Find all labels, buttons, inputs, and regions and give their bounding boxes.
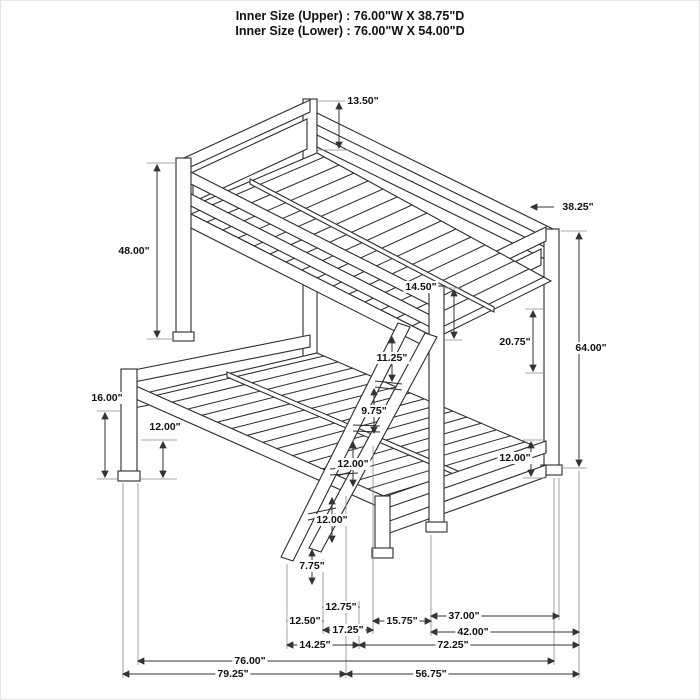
dim-label-ladder-offset-c: 17.25" bbox=[330, 624, 366, 636]
ladder-rail-right bbox=[308, 332, 438, 553]
front-right-foot bbox=[425, 521, 448, 533]
dim-label-ladder-offset-a: 12.75" bbox=[323, 601, 359, 613]
title-block: Inner Size (Upper) : 76.00"W X 38.75"D I… bbox=[1, 9, 699, 39]
dim-label-ladder-step-2: 9.75" bbox=[359, 405, 389, 417]
upper-center-rail bbox=[249, 178, 495, 313]
dim-label-ladder-step-5: 7.75" bbox=[297, 560, 327, 572]
inner-size-upper-text: Inner Size (Upper) : 76.00"W X 38.75"D bbox=[235, 9, 465, 23]
ladder bbox=[280, 322, 438, 562]
ladder-rail-left bbox=[280, 322, 411, 562]
dim-label-upper-span: 72.25" bbox=[435, 639, 471, 651]
upper-bunk bbox=[172, 98, 563, 476]
dim-label-lower-bed-height: 16.00" bbox=[89, 392, 125, 404]
front-right-post bbox=[428, 285, 445, 527]
inner-size-lower-text: Inner Size (Lower) : 76.00"W X 54.00"D bbox=[235, 24, 465, 38]
front-left-foot bbox=[172, 331, 195, 342]
dim-label-ladder-offset-d: 15.75" bbox=[384, 615, 420, 627]
dim-label-lower-leg-left: 12.00" bbox=[147, 421, 183, 433]
dim-label-headboard-extension: 13.50" bbox=[345, 95, 381, 107]
back-right-post bbox=[543, 228, 560, 470]
dim-label-ladder-step-1: 11.25" bbox=[374, 352, 410, 364]
dim-label-lower-leg-right: 12.00" bbox=[497, 452, 533, 464]
lower-front-left-post bbox=[120, 368, 138, 474]
lower-front-right-post bbox=[374, 495, 391, 551]
dim-label-ladder-offset-b: 12.50" bbox=[287, 615, 323, 627]
dim-label-overall-height: 64.00" bbox=[573, 342, 609, 354]
dim-label-inner-width: 76.00" bbox=[232, 655, 268, 667]
dim-label-ladder-step-3: 12.00" bbox=[335, 458, 371, 470]
front-left-post bbox=[175, 157, 192, 335]
dim-label-upper-bed-depth: 38.25" bbox=[560, 201, 596, 213]
lower-front-left-foot bbox=[117, 470, 141, 482]
dim-label-lower-foot-span: 37.00" bbox=[446, 610, 482, 622]
lower-front-right-foot bbox=[371, 547, 394, 559]
dim-label-ladder-to-end-span: 56.75" bbox=[413, 668, 449, 680]
dim-label-upper-bunk-height: 48.00" bbox=[116, 245, 152, 257]
dim-label-upper-rail-height: 14.50" bbox=[403, 281, 439, 293]
dim-label-ladder-base-span: 14.25" bbox=[297, 639, 333, 651]
dim-label-bunk-clearance: 20.75" bbox=[497, 336, 533, 348]
dim-label-ladder-step-4: 12.00" bbox=[314, 514, 350, 526]
dim-label-lower-depth-span: 42.00" bbox=[455, 626, 491, 638]
dim-label-overall-width: 79.25" bbox=[215, 668, 251, 680]
